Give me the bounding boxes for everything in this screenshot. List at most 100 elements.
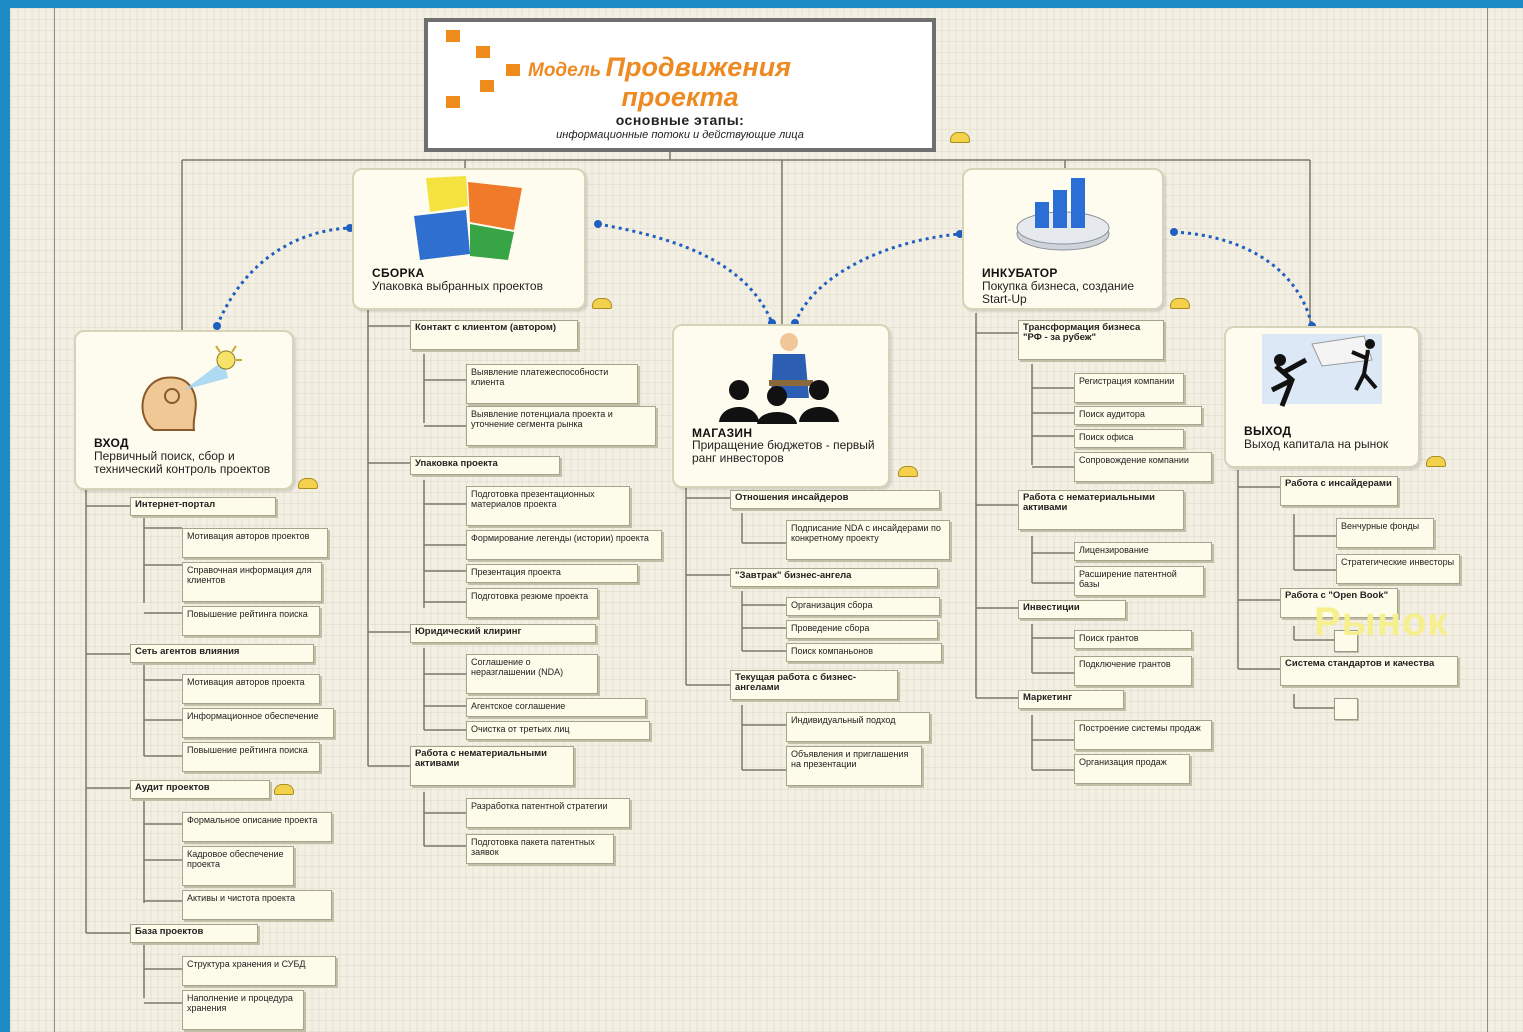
vhod-agents-info: Информационное обеспечение	[182, 708, 334, 738]
note-icon	[1426, 456, 1446, 467]
sborka-packaging-legend: Формирование легенды (истории) проекта	[466, 530, 662, 560]
inkubator-transform-register: Регистрация компании	[1074, 373, 1184, 403]
magazin-breakfast: "Завтрак" бизнес-ангела	[730, 568, 938, 587]
vhod-portal: Интернет-портал	[130, 497, 276, 516]
title-box: Модель Продвижения проекта основные этап…	[424, 18, 936, 152]
stage-inkubator-desc: Покупка бизнеса, создание Start-Up	[982, 279, 1135, 306]
accent-square	[446, 96, 460, 108]
magazin-current-individual: Индивидуальный подход	[786, 712, 930, 742]
stage-vhod-title: ВХОД	[94, 436, 129, 450]
title-model: Модель	[528, 60, 602, 81]
presenter-icon	[719, 333, 839, 424]
inkubator-investments-search: Поиск грантов	[1074, 630, 1192, 649]
inkubator-ip: Работа с нематериальными активами	[1018, 490, 1184, 530]
connector-lines	[85, 152, 1336, 1004]
stage-vyhod-title: ВЫХОД	[1244, 424, 1292, 438]
note-icon	[1170, 298, 1190, 309]
inkubator-investments-connect: Подключение грантов	[1074, 656, 1192, 686]
inkubator-investments: Инвестиции	[1018, 600, 1126, 619]
inkubator-transform-office: Поиск офиса	[1074, 429, 1184, 448]
head-idea-icon	[141, 345, 242, 431]
inkubator-marketing-system: Построение системы продаж	[1074, 720, 1212, 750]
vhod-audit: Аудит проектов	[130, 780, 270, 799]
vhod-base-filling: Наполнение и процедура хранения	[182, 990, 304, 1030]
stage-inkubator: ИНКУБАТОР Покупка бизнеса, создание Star…	[962, 168, 1164, 310]
sborka-contact-solvency: Выявление платежеспособности клиента	[466, 364, 638, 404]
vyhod-insiders-strategic: Стратегические инвесторы	[1336, 554, 1460, 584]
sborka-ip-strategy: Разработка патентной стратегии	[466, 798, 630, 828]
inkubator-transform: Трансформация бизнеса "РФ - за рубеж"	[1018, 320, 1164, 360]
magazin-breakfast-conduct: Проведение сбора	[786, 620, 938, 639]
title-line2: проекта	[621, 82, 739, 112]
sborka-packaging: Упаковка проекта	[410, 456, 560, 475]
stage-vyhod: ВЫХОД Выход капитала на рынок	[1224, 326, 1420, 468]
stage-magazin-desc: Приращение бюджетов - первый ранг инвест…	[692, 438, 875, 465]
accent-square	[480, 80, 494, 92]
note-icon	[298, 478, 318, 489]
vyhod-openbook: Работа с "Open Book"	[1280, 588, 1398, 618]
empty-node	[1334, 630, 1358, 652]
note-icon	[274, 784, 294, 795]
note-icon	[950, 132, 970, 143]
title-subtitle: основные этапы:	[615, 112, 745, 128]
stage-vhod: ВХОД Первичный поиск, сбор и технический…	[74, 330, 294, 490]
stage-magazin-title: МАГАЗИН	[692, 426, 753, 440]
magazin-current-invitations: Объявления и приглашения на презентации	[786, 746, 922, 786]
magazin-breakfast-organize: Организация сбора	[786, 597, 940, 616]
note-icon	[592, 298, 612, 309]
stage-vhod-desc: Первичный поиск, сбор и технический конт…	[94, 449, 271, 476]
diagram-canvas: Модель Продвижения проекта основные этап…	[10, 8, 1523, 1032]
vhod-audit-assets: Активы и чистота проекта	[182, 890, 332, 920]
vyhod-insiders-venture: Венчурные фонды	[1336, 518, 1434, 548]
stage-sborka: СБОРКА Упаковка выбранных проектов	[352, 168, 586, 310]
sborka-packaging-presentation: Презентация проекта	[466, 564, 638, 583]
sborka-legal-clean: Очистка от третьих лиц	[466, 721, 650, 740]
vhod-portal-info: Справочная информация для клиентов	[182, 562, 322, 602]
accent-square	[476, 46, 490, 58]
inkubator-transform-support: Сопровождение компании	[1074, 452, 1212, 482]
inkubator-ip-patents: Расширение патентной базы	[1074, 566, 1204, 596]
magazin-insiders: Отношения инсайдеров	[730, 490, 940, 509]
stage-sborka-desc: Упаковка выбранных проектов	[372, 279, 543, 293]
magazin-current: Текущая работа с бизнес-ангелами	[730, 670, 898, 700]
vhod-agents-rating: Повышение рейтинга поиска	[182, 742, 320, 772]
empty-node	[1334, 698, 1358, 720]
sborka-packaging-resume: Подготовка резюме проекта	[466, 588, 598, 618]
title-main: Продвижения	[605, 52, 792, 82]
stage-sborka-title: СБОРКА	[372, 266, 425, 280]
stage-inkubator-title: ИНКУБАТОР	[982, 266, 1058, 280]
vhod-agents-motivation: Мотивация авторов проекта	[182, 674, 320, 704]
stage-magazin: МАГАЗИН Приращение бюджетов - первый ран…	[672, 324, 890, 488]
vhod-base-structure: Структура хранения и СУБД	[182, 956, 336, 986]
vhod-portal-rating: Повышение рейтинга поиска	[182, 606, 320, 636]
sborka-ip: Работа с нематериальными активами	[410, 746, 574, 786]
sborka-contact-potential: Выявление потенциала проекта и уточнение…	[466, 406, 656, 446]
bar-chart-icon	[1016, 178, 1110, 251]
note-icon	[898, 466, 918, 477]
page-frame	[54, 8, 1488, 1032]
magazin-breakfast-partners: Поиск компаньонов	[786, 643, 942, 662]
sborka-contact: Контакт с клиентом (автором)	[410, 320, 578, 350]
sborka-legal-nda: Соглашение о неразглашении (NDA)	[466, 654, 598, 694]
inkubator-marketing-organize: Организация продаж	[1074, 754, 1190, 784]
inkubator-marketing: Маркетинг	[1018, 690, 1124, 709]
title-line1: Модель Продвижения	[528, 52, 791, 83]
accent-square	[446, 30, 460, 42]
inkubator-transform-auditor: Поиск аудитора	[1074, 406, 1202, 425]
sborka-legal: Юридический клиринг	[410, 624, 596, 643]
title-subtitle2: информационные потоки и действующие лица	[556, 129, 804, 141]
market-watermark: Рынок	[1314, 600, 1449, 644]
vhod-audit-formal: Формальное описание проекта	[182, 812, 332, 842]
sborka-ip-patents: Подготовка пакета патентных заявок	[466, 834, 614, 864]
vyhod-standards: Система стандартов и качества	[1280, 656, 1458, 686]
vhod-audit-staff: Кадровое обеспечение проекта	[182, 846, 294, 886]
accent-square	[506, 64, 520, 76]
vyhod-insiders: Работа с инсайдерами	[1280, 476, 1398, 506]
stage-vyhod-desc: Выход капитала на рынок	[1244, 437, 1389, 451]
runner-icon	[1262, 334, 1382, 407]
magazin-insiders-nda: Подписание NDA с инсайдерами по конкретн…	[786, 520, 950, 560]
vhod-agents: Сеть агентов влияния	[130, 644, 314, 663]
vhod-base: База проектов	[130, 924, 258, 943]
sborka-packaging-materials: Подготовка презентационных материалов пр…	[466, 486, 630, 526]
sborka-legal-agent: Агентское соглашение	[466, 698, 646, 717]
